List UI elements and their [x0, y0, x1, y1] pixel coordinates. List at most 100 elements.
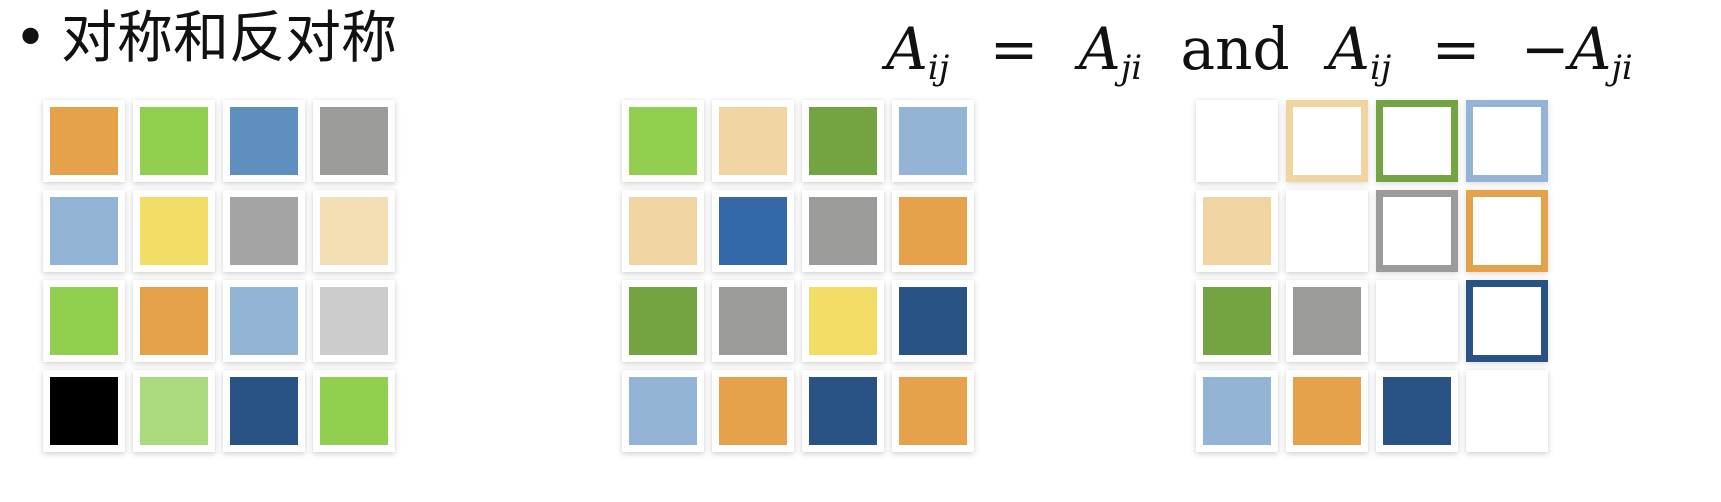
- formula-eq1: =: [989, 15, 1039, 83]
- cell-color-swatch: [50, 377, 118, 445]
- formula-lhs1-sub: ij: [927, 48, 950, 88]
- matrix-cell-r2-c1: [622, 190, 704, 272]
- formula-lhs2-sub: ij: [1369, 48, 1392, 88]
- cell-color-swatch: [809, 287, 877, 355]
- matrix-cell-r1-c1: [1196, 100, 1278, 182]
- cell-color-swatch: [320, 287, 388, 355]
- formula-conjunction: and: [1180, 15, 1290, 83]
- cell-color-swatch: [140, 377, 208, 445]
- cell-color-swatch: [809, 377, 877, 445]
- matrix-cell-r1-c3: [1376, 100, 1458, 182]
- matrix-cell-r4-c2: [133, 370, 215, 452]
- matrix-cell-r2-c3: [223, 190, 305, 272]
- matrix-cell-r2-c2: [133, 190, 215, 272]
- cell-color-swatch: [899, 107, 967, 175]
- formula-lhs2-base: A: [1328, 15, 1370, 83]
- slide-heading: •对称和反对称: [14, 4, 397, 74]
- matrix-cell-r1-c4: [313, 100, 395, 182]
- cell-color-swatch: [629, 377, 697, 445]
- cell-color-swatch: [1293, 287, 1361, 355]
- cell-color-swatch: [230, 377, 298, 445]
- matrix-cell-r1-c4: [1466, 100, 1548, 182]
- cell-color-swatch: [719, 107, 787, 175]
- matrix-cell-r1-c1: [43, 100, 125, 182]
- formula-rhs1-base: A: [1078, 15, 1121, 83]
- symmetric-matrix: [622, 100, 1002, 480]
- cell-color-swatch: [1203, 377, 1271, 445]
- cell-color-swatch: [719, 377, 787, 445]
- matrix-cell-r2-c1: [43, 190, 125, 272]
- matrix-cell-r4-c2: [1286, 370, 1368, 452]
- matrix-cell-r2-c3: [802, 190, 884, 272]
- cell-color-swatch: [899, 377, 967, 445]
- cell-color-swatch: [809, 107, 877, 175]
- matrix-cell-r4-c4: [313, 370, 395, 452]
- cell-color-swatch: [719, 197, 787, 265]
- cell-color-swatch: [140, 107, 208, 175]
- cell-color-swatch: [320, 377, 388, 445]
- cell-color-swatch: [629, 197, 697, 265]
- cell-color-swatch: [320, 197, 388, 265]
- cell-color-swatch: [1383, 287, 1451, 355]
- cell-color-swatch: [629, 107, 697, 175]
- cell-color-swatch: [899, 197, 967, 265]
- symmetry-formula: Aij = Aji and Aij = −Aji: [886, 14, 1633, 103]
- cell-color-swatch: [50, 287, 118, 355]
- formula-eq2: =: [1431, 15, 1481, 83]
- matrix-cell-r3-c4: [313, 280, 395, 362]
- matrix-cell-r1-c3: [802, 100, 884, 182]
- cell-color-swatch: [1293, 377, 1361, 445]
- matrix-cell-r2-c1: [1196, 190, 1278, 272]
- matrix-cell-r3-c1: [622, 280, 704, 362]
- matrix-cell-r4-c4: [1466, 370, 1548, 452]
- matrix-cell-r1-c2: [712, 100, 794, 182]
- cell-color-swatch: [50, 197, 118, 265]
- matrix-cell-r3-c1: [43, 280, 125, 362]
- cell-color-swatch: [230, 287, 298, 355]
- cell-color-swatch: [1293, 197, 1361, 265]
- cell-color-swatch: [809, 197, 877, 265]
- matrix-cell-r4-c2: [712, 370, 794, 452]
- matrix-cell-r4-c1: [622, 370, 704, 452]
- matrix-cell-r3-c2: [1286, 280, 1368, 362]
- cell-color-swatch: [140, 197, 208, 265]
- matrix-cell-r2-c4: [892, 190, 974, 272]
- matrix-cell-r3-c1: [1196, 280, 1278, 362]
- matrix-cell-r3-c4: [892, 280, 974, 362]
- cell-color-swatch: [320, 107, 388, 175]
- cell-color-swatch: [140, 287, 208, 355]
- cell-color-swatch: [50, 107, 118, 175]
- matrix-cell-r1-c4: [892, 100, 974, 182]
- matrix-cell-r2-c4: [313, 190, 395, 272]
- matrix-cell-r3-c2: [133, 280, 215, 362]
- heading-text: 对称和反对称: [61, 6, 398, 71]
- matrix-cell-r3-c4: [1466, 280, 1548, 362]
- cell-color-swatch: [230, 107, 298, 175]
- cell-color-swatch: [629, 287, 697, 355]
- matrix-cell-r3-c3: [1376, 280, 1458, 362]
- cell-color-swatch: [899, 287, 967, 355]
- cell-color-swatch: [1383, 377, 1451, 445]
- matrix-cell-r3-c2: [712, 280, 794, 362]
- matrix-cell-r2-c3: [1376, 190, 1458, 272]
- general-matrix: [43, 100, 423, 480]
- matrix-cell-r1-c2: [1286, 100, 1368, 182]
- formula-minus-sign: −: [1520, 15, 1570, 83]
- matrix-cell-r2-c4: [1466, 190, 1548, 272]
- formula-lhs1-base: A: [886, 15, 928, 83]
- matrix-cell-r1-c2: [133, 100, 215, 182]
- matrix-cell-r4-c1: [1196, 370, 1278, 452]
- formula-rhs1-sub: ji: [1120, 48, 1143, 88]
- antisymmetric-matrix: [1196, 100, 1576, 480]
- matrix-cell-r3-c3: [802, 280, 884, 362]
- bullet-point: •: [14, 6, 48, 71]
- matrix-cell-r3-c3: [223, 280, 305, 362]
- matrix-cell-r4-c1: [43, 370, 125, 452]
- cell-color-swatch: [1203, 197, 1271, 265]
- cell-color-swatch: [719, 287, 787, 355]
- matrix-cell-r2-c2: [712, 190, 794, 272]
- matrix-cell-r1-c1: [622, 100, 704, 182]
- matrix-cell-r1-c3: [223, 100, 305, 182]
- matrix-cell-r2-c2: [1286, 190, 1368, 272]
- formula-rhs2-base: A: [1569, 15, 1612, 83]
